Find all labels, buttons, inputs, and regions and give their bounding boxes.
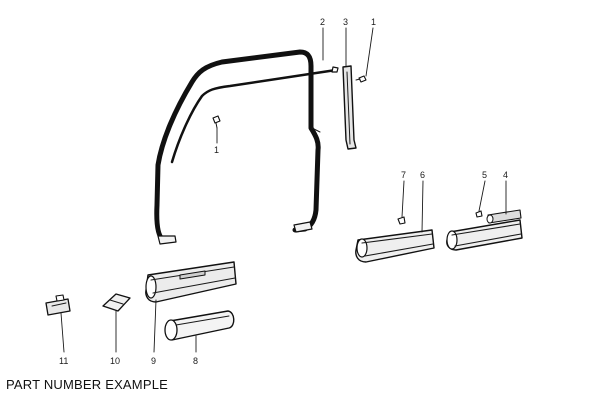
- part-4-sill-seal-strip: [446, 209, 523, 251]
- callout-6: 6: [420, 170, 425, 180]
- callout-1-upper: 1: [371, 17, 376, 27]
- part-11-clip-block: [45, 294, 71, 316]
- callout-2: 2: [320, 17, 325, 27]
- leader-11: [60, 312, 65, 353]
- leader-1-upper: [365, 27, 374, 77]
- callout-5: 5: [482, 170, 487, 180]
- callout-8: 8: [193, 356, 198, 366]
- callout-3: 3: [343, 17, 348, 27]
- part-3-window-channel: [342, 65, 357, 150]
- callout-9: 9: [151, 356, 156, 366]
- leader-5: [478, 180, 486, 212]
- diagram-caption: PART NUMBER EXAMPLE: [6, 377, 169, 392]
- part-5-clip: [475, 210, 483, 218]
- callout-labels: 2 3 1 1 7 6 5 4 11 10 9 8: [59, 17, 508, 366]
- callout-4: 4: [503, 170, 508, 180]
- callout-11: 11: [59, 356, 68, 366]
- part-2-door-frame-seal: [154, 49, 339, 245]
- part-9-long-moulding: [145, 261, 237, 303]
- callout-1-lower: 1: [214, 145, 219, 155]
- part-10-bracket: [102, 293, 131, 312]
- leader-6: [421, 180, 424, 233]
- leader-lines: [60, 27, 507, 353]
- part-7-clip: [397, 216, 406, 225]
- leader-7: [401, 180, 405, 218]
- callout-10: 10: [110, 356, 120, 366]
- part-6-lower-seal-strip: [355, 229, 435, 263]
- leader-9: [153, 299, 157, 353]
- part-8-tube-moulding: [164, 310, 235, 341]
- part-1-screw-upper: [355, 75, 367, 83]
- part-1-screw-lower: [212, 115, 221, 129]
- callout-7: 7: [401, 170, 406, 180]
